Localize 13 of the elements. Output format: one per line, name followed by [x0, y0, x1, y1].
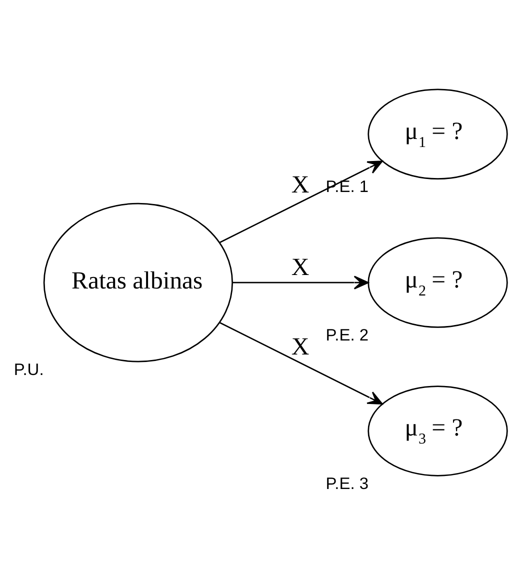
node-label: P.E. 3	[326, 474, 369, 493]
edge-label: X	[291, 171, 310, 198]
node-ellipse: Ratas albinas	[43, 202, 234, 362]
edge-label: X	[291, 334, 310, 361]
arrow	[219, 322, 383, 405]
node-label: P.E. 2	[326, 326, 369, 344]
arrow	[232, 276, 369, 290]
node-label: P.U.	[14, 360, 44, 379]
node-ellipse: μ$_{3}$ = ?	[368, 386, 508, 476]
node-ellipse: μ$_{2}$ = ?	[368, 237, 508, 328]
arrow	[219, 160, 383, 244]
node-ellipse: μ$_{1}$ = ?	[368, 88, 508, 180]
edge-label: X	[291, 254, 310, 281]
